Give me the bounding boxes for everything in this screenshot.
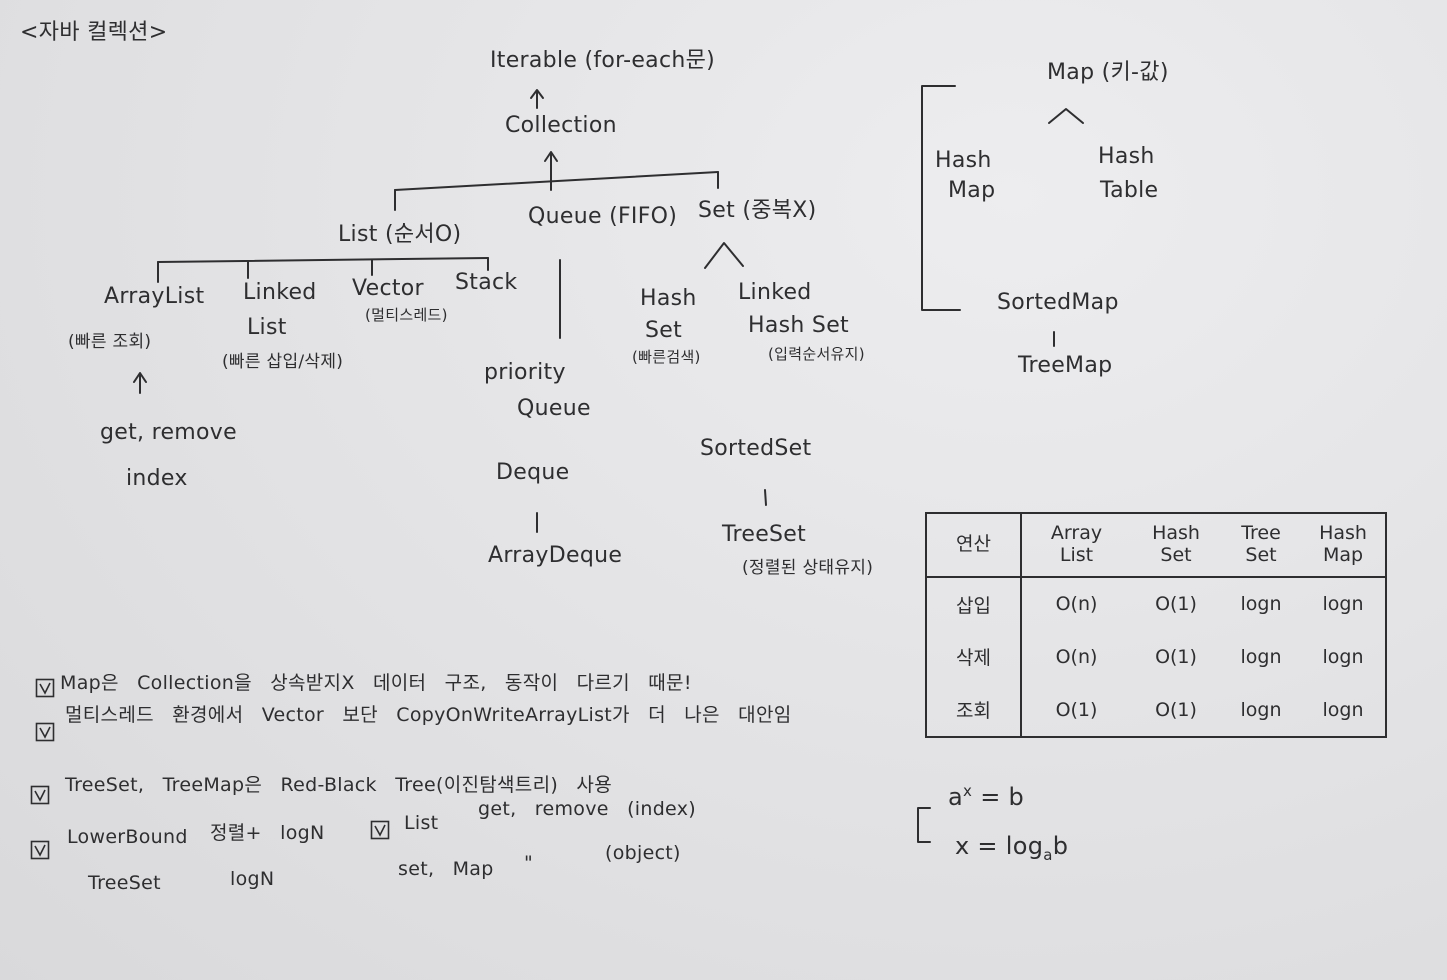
- sortedset-node: SortedSet: [700, 436, 812, 461]
- equation-rhs: = b: [980, 783, 1025, 811]
- hashtable-node-line2: Table: [1100, 178, 1159, 203]
- equation-exponent: x: [963, 782, 973, 800]
- arraylist-note: (빠른 조회): [68, 332, 152, 352]
- table-header-row: 연산 Array List Hash Set Tree Set Hash Map: [926, 513, 1386, 578]
- up-arrow-icon: [544, 151, 558, 191]
- table-cell: logn: [1322, 645, 1364, 668]
- log-equation-lhs: x = log: [955, 832, 1044, 860]
- arraylist-methods: get, remove: [100, 420, 237, 445]
- column-header-hashmap: Hash Map: [1301, 513, 1386, 578]
- table-cell: O(n): [1055, 645, 1098, 668]
- hashset-note: (빠른검색): [632, 348, 701, 366]
- note-list-detail: get, remove (index): [478, 798, 696, 820]
- table-cell: O(1): [1155, 593, 1197, 616]
- note-list-term: List: [404, 812, 439, 834]
- map-chevron-icon: [1048, 108, 1084, 124]
- table-cell: O(1): [1155, 698, 1197, 721]
- checkbox-checked-icon: [30, 785, 50, 805]
- note-list-sub-detail: (object): [605, 842, 681, 864]
- sortedmap-node: SortedMap: [997, 290, 1119, 315]
- arrow-head: [544, 151, 558, 162]
- table-cell: O(n): [1055, 593, 1098, 616]
- up-arrow-icon: [530, 89, 544, 109]
- linkedhashset-node-line1: Linked: [738, 280, 812, 305]
- vector-node: Vector: [352, 276, 424, 301]
- linkedlist-note: (빠른 삽입/삭제): [222, 352, 344, 372]
- list-children-line: [157, 257, 489, 263]
- table-row-lookup: 조회 O(1) O(1) logn logn: [926, 683, 1386, 737]
- linkedhashset-note: (입력순서유지): [768, 345, 865, 363]
- linkedlist-node-line1: Linked: [243, 280, 317, 305]
- checkbox-checked-icon: [35, 722, 55, 742]
- note-lowerbound-sub-term: TreeSet: [88, 872, 161, 894]
- math-bracket: [917, 807, 931, 843]
- linkedhashset-node-line2: Hash Set: [748, 313, 849, 338]
- set-node: Set (중복X): [698, 198, 817, 223]
- queue-node: Queue (FIFO): [528, 204, 678, 229]
- arraylist-node: ArrayList: [104, 284, 205, 309]
- note-multithread: 멀티스레드 환경에서 Vector 보단 CopyOnWriteArrayLis…: [65, 704, 792, 726]
- table-cell: logn: [1240, 593, 1282, 616]
- map-node: Map (키-값): [1047, 60, 1169, 85]
- log-equation: x = logab: [955, 832, 1068, 864]
- note-list-sub-term: set, Map: [398, 858, 494, 880]
- priorityqueue-node-line2: Queue: [517, 396, 591, 421]
- column-header-operation: 연산: [926, 513, 1022, 578]
- arraylist-method-arg: index: [126, 466, 188, 491]
- checkbox-checked-icon: [30, 840, 50, 860]
- table-cell: O(1): [1155, 645, 1197, 668]
- hashset-node-line1: Hash: [640, 286, 697, 311]
- priorityqueue-node-line1: priority: [484, 360, 566, 385]
- note-lowerbound-term: LowerBound: [67, 826, 188, 848]
- collection-node: Collection: [505, 113, 617, 138]
- column-header-arraylist: Array List: [1021, 513, 1131, 578]
- hashset-node-line2: Set: [645, 318, 683, 343]
- table-cell: logn: [1240, 645, 1282, 668]
- treeset-note: (정렬된 상태유지): [742, 558, 874, 578]
- table-cell: O(1): [1055, 698, 1098, 721]
- row-label: 조회: [926, 683, 1022, 737]
- row-label: 삽입: [926, 577, 1022, 631]
- table-cell: logn: [1240, 698, 1282, 721]
- hashmap-node-line1: Hash: [935, 148, 992, 173]
- table-cell: logn: [1322, 698, 1364, 721]
- list-node: List (순서O): [338, 222, 462, 247]
- exponent-equation: ax = b: [948, 782, 1024, 812]
- set-chevron-icon: [704, 242, 744, 269]
- note-map-not-collection: Map은 Collection을 상속받지X 데이터 구조, 동작이 다르기 때…: [60, 672, 692, 694]
- checkbox-checked-icon: [370, 820, 390, 840]
- table-row-delete: 삭제 O(n) O(1) logn logn: [926, 630, 1386, 684]
- column-header-hashset: Hash Set: [1131, 513, 1221, 578]
- sortedset-connector: [764, 489, 767, 506]
- deque-node: Deque: [496, 460, 570, 485]
- table-cell: logn: [1322, 593, 1364, 616]
- equation-base: a: [948, 783, 964, 811]
- arrow-head: [530, 89, 544, 99]
- treemap-node: TreeMap: [1018, 353, 1113, 378]
- column-header-treeset: Tree Set: [1221, 513, 1301, 578]
- collection-branch-line: [394, 171, 719, 191]
- linkedlist-node-line2: List: [247, 315, 287, 340]
- note-list-ditto-mark: ": [524, 852, 534, 874]
- row-label: 삭제: [926, 630, 1022, 684]
- stack-node: Stack: [455, 270, 518, 295]
- iterable-node: Iterable (for-each문): [490, 48, 716, 73]
- complexity-table: 연산 Array List Hash Set Tree Set Hash Map…: [925, 512, 1387, 738]
- hashmap-node-line2: Map: [948, 178, 996, 203]
- log-argument: b: [1052, 832, 1069, 860]
- arraydeque-node: ArrayDeque: [488, 543, 623, 568]
- hashtable-node-line1: Hash: [1098, 144, 1155, 169]
- note-lowerbound-sub-detail: logN: [230, 868, 275, 890]
- log-base: a: [1043, 845, 1053, 864]
- page-title: <자바 컬렉션>: [20, 20, 168, 45]
- table-row-insert: 삽입 O(n) O(1) logn logn: [926, 577, 1386, 631]
- vector-note: (멀티스레드): [365, 306, 448, 324]
- note-red-black-tree: TreeSet, TreeMap은 Red-Black Tree(이진탐색트리)…: [65, 774, 612, 796]
- note-lowerbound-detail: 정렬+ logN: [210, 822, 325, 844]
- arrow-head: [133, 372, 147, 383]
- checkbox-checked-icon: [35, 678, 55, 698]
- up-arrow-icon: [133, 372, 147, 394]
- treeset-node: TreeSet: [722, 522, 807, 547]
